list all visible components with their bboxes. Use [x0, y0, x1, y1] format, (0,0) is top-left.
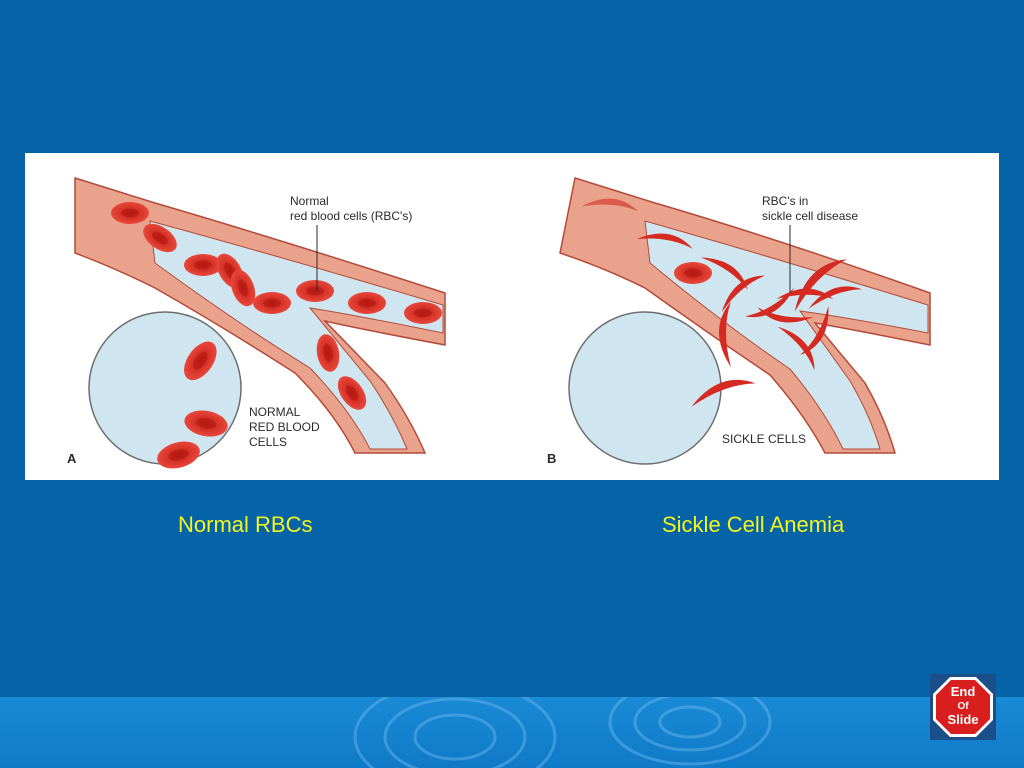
rbc-cell [253, 292, 291, 314]
slide-label: Slide [947, 712, 978, 727]
rbc-illustration: Normal red blood cells (RBC's) NORMAL RE… [67, 176, 931, 473]
callout-a-line2: red blood cells (RBC's) [290, 209, 412, 223]
circle-a-label-line3: CELLS [249, 435, 287, 449]
end-of-slide-button[interactable]: End Of Slide [930, 674, 996, 740]
water-ripple-decoration [353, 697, 772, 768]
of-label: Of [957, 701, 969, 712]
rbc-figure: Normal red blood cells (RBC's) NORMAL RE… [25, 153, 999, 480]
magnified-circle-b [568, 311, 722, 465]
rbc-cell [296, 280, 334, 302]
circle-a-label-line1: NORMAL [249, 405, 301, 419]
caption-sickle-cell-anemia: Sickle Cell Anemia [662, 512, 845, 537]
rbc-cell [404, 302, 442, 324]
end-label: End [951, 684, 976, 699]
stop-sign-icon: End Of Slide [930, 674, 996, 740]
caption-normal-rbcs: Normal RBCs [178, 512, 313, 537]
magnified-circle-a [88, 311, 242, 465]
panel-b: RBC's in sickle cell disease SICKLE CELL… [547, 177, 931, 466]
callout-b-line2: sickle cell disease [762, 209, 858, 223]
footer-band [0, 697, 1024, 768]
rbc-cell [111, 202, 149, 224]
rbc-cell [348, 292, 386, 314]
panel-a-letter: A [67, 451, 77, 466]
rbc-cell [674, 262, 712, 284]
panel-a: Normal red blood cells (RBC's) NORMAL RE… [67, 176, 446, 473]
callout-b-line1: RBC's in [762, 194, 808, 208]
panel-b-letter: B [547, 451, 556, 466]
circle-b-label: SICKLE CELLS [722, 432, 806, 446]
rbc-cell [184, 254, 222, 276]
circle-a-label-line2: RED BLOOD [249, 420, 320, 434]
callout-a-line1: Normal [290, 194, 329, 208]
